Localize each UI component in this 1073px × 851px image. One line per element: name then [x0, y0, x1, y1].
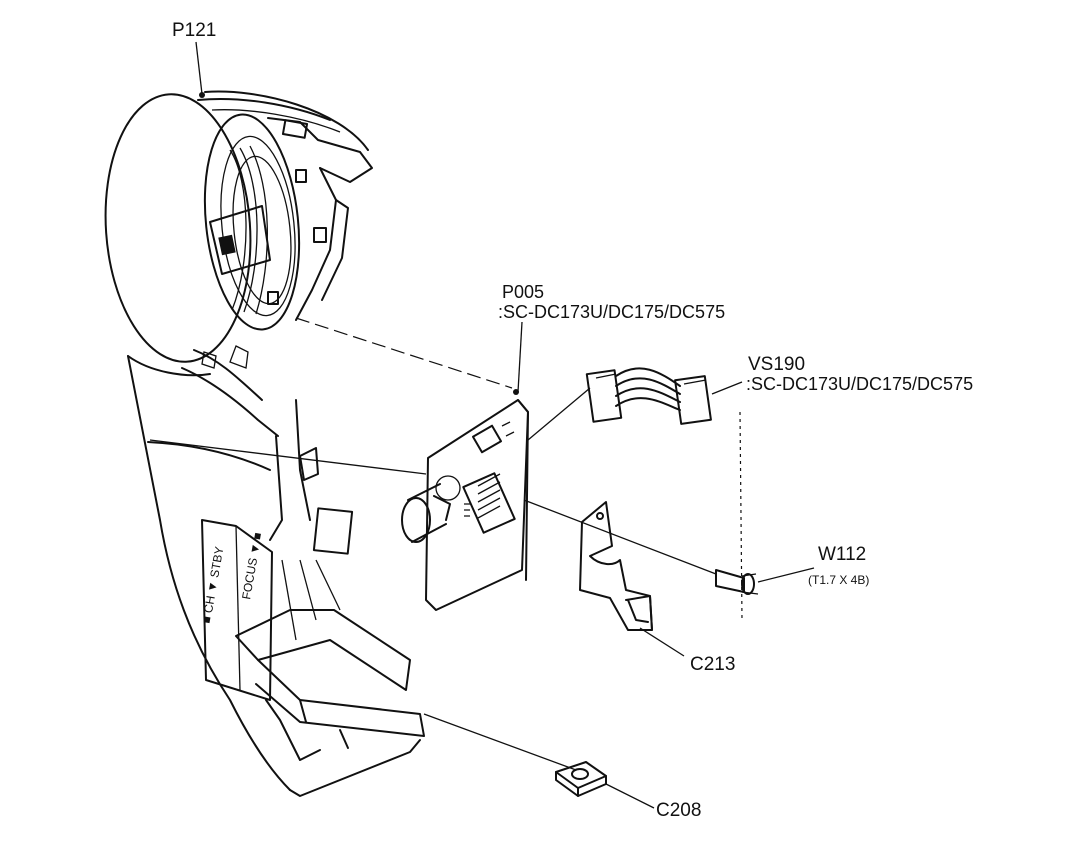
callouts: P121 P005 :SC-DC173U/DC175/DC575 VS190 :… [172, 20, 973, 821]
flex-cable-vs190 [585, 367, 712, 425]
label-w112: W112 [818, 544, 866, 565]
label-p005-models: :SC-DC173U/DC175/DC575 [498, 302, 725, 322]
housing-right-text: FOCUS ▼ ■ [239, 531, 265, 600]
label-vs190-models: :SC-DC173U/DC175/DC575 [746, 374, 973, 394]
assembly-lines [149, 41, 815, 809]
label-c213: C213 [690, 654, 735, 675]
label-p121: P121 [172, 20, 216, 41]
circuit-board-p005 [401, 389, 529, 611]
screw-w112 [715, 569, 759, 595]
bracket-c213 [579, 501, 653, 631]
label-p005: P005 [502, 282, 544, 302]
label-vs190: VS190 [748, 354, 805, 375]
label-w112-spec: (T1.7 X 4B) [808, 573, 869, 587]
housing-markings: ■ CH ▼ STBY FOCUS ▼ ■ [199, 531, 265, 624]
label-c208: C208 [656, 800, 701, 821]
part-c208 [555, 761, 607, 797]
housing-p121 [104, 90, 425, 797]
